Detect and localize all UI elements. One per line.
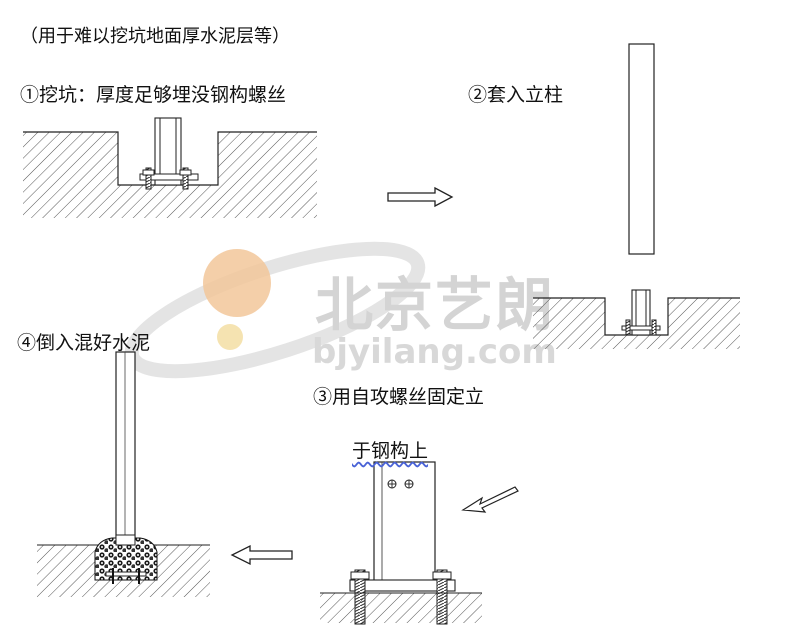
step3-label: ③用自攻螺丝固定立 — [313, 386, 485, 408]
arrow-down-left-icon — [461, 486, 519, 513]
step3-column — [373, 461, 436, 583]
step2-column — [628, 43, 655, 255]
arrow-left-icon — [230, 544, 293, 566]
watermark-en: bjyilang.com — [312, 332, 557, 372]
step1-steel-base — [139, 117, 199, 190]
step2-steel-base — [621, 289, 661, 336]
step1-label: ①挖坑：厚度足够埋没钢构螺丝 — [20, 84, 287, 106]
step3-base-plate — [349, 579, 456, 592]
step4-concrete — [94, 534, 158, 584]
step4-label: ④倒入混好水泥 — [17, 332, 151, 354]
screw-icon — [387, 479, 414, 489]
step3-label-continued: 于钢构上 — [352, 440, 429, 462]
scope-note: （用于难以挖坑地面厚水泥层等） — [20, 26, 290, 47]
watermark-cn: 北京艺朗 — [315, 271, 556, 339]
step2-label: ②套入立柱 — [468, 84, 564, 106]
arrow-right-icon — [387, 186, 454, 208]
step4-column — [115, 351, 136, 543]
step3-ground — [320, 592, 482, 623]
